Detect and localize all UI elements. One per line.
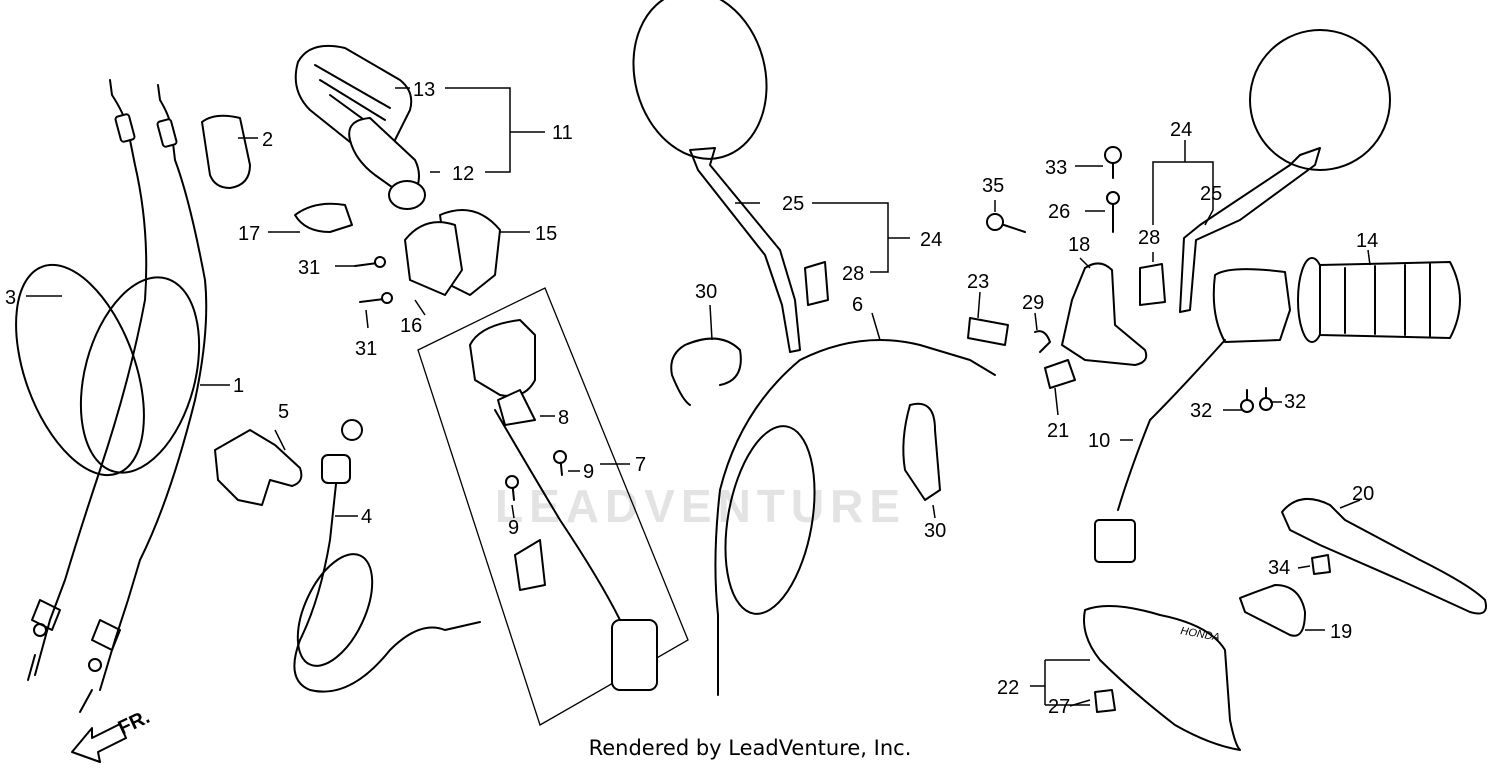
leader-lines <box>26 87 1371 707</box>
callout-13: 13 <box>413 79 435 101</box>
callout-labels: 1 2 3 4 5 6 7 8 9 9 10 11 12 13 14 15 16… <box>5 79 1378 718</box>
callout-32a: 32 <box>1190 400 1212 422</box>
callout-26: 26 <box>1048 201 1070 223</box>
callout-24b: 24 <box>1170 119 1192 141</box>
holder-21[interactable] <box>1044 359 1076 389</box>
arrow-left-icon <box>71 723 127 763</box>
callout-31b: 31 <box>355 338 377 360</box>
callout-3: 3 <box>5 287 16 309</box>
callout-21: 21 <box>1047 420 1069 442</box>
callout-8: 8 <box>558 407 569 429</box>
lever-bracket-18[interactable] <box>1061 262 1148 366</box>
callout-28a: 28 <box>842 263 864 285</box>
adjuster-23[interactable] <box>967 317 1009 346</box>
callout-34: 34 <box>1268 557 1290 579</box>
callout-32b: 32 <box>1284 391 1306 413</box>
callout-19: 19 <box>1330 621 1352 643</box>
callout-30a: 30 <box>695 281 717 303</box>
screw-32[interactable] <box>1240 389 1254 413</box>
nut-28[interactable] <box>804 261 829 306</box>
throttle-pipe-12[interactable] <box>348 117 426 210</box>
callout-7: 7 <box>635 454 646 476</box>
callout-10: 10 <box>1088 430 1110 452</box>
screw-9[interactable] <box>553 450 567 476</box>
callout-23: 23 <box>967 271 989 293</box>
screw-32[interactable] <box>1259 387 1273 411</box>
mirror-left-24[interactable] <box>615 0 801 353</box>
cable-clamp-30[interactable] <box>670 337 742 406</box>
callout-28b: 28 <box>1138 227 1160 249</box>
callout-17: 17 <box>238 223 260 245</box>
clutch-cable-6[interactable] <box>712 339 996 696</box>
callout-9b: 9 <box>508 517 519 539</box>
lever-cover-19[interactable] <box>1239 584 1306 637</box>
callout-6: 6 <box>852 294 863 316</box>
bracket-5[interactable] <box>214 429 303 506</box>
mirror-right-24[interactable] <box>1179 19 1401 313</box>
handlebar-switch-10[interactable] <box>1094 268 1291 563</box>
cable-loop <box>79 276 201 474</box>
clip-29[interactable] <box>1034 330 1051 353</box>
callout-24a: 24 <box>920 229 942 251</box>
callout-9a: 9 <box>583 461 594 483</box>
callout-22: 22 <box>997 677 1019 699</box>
grip-14[interactable] <box>1297 257 1461 343</box>
nut-28[interactable] <box>1139 263 1166 306</box>
callout-29: 29 <box>1022 292 1044 314</box>
screw-31[interactable] <box>359 292 393 304</box>
callout-20: 20 <box>1352 483 1374 505</box>
callout-14: 14 <box>1356 230 1378 252</box>
callout-12: 12 <box>452 163 474 185</box>
nut-34[interactable] <box>1311 554 1331 575</box>
hand-guard-22[interactable]: HONDA <box>1083 605 1241 751</box>
choke-cable-4[interactable] <box>282 419 481 693</box>
callout-33: 33 <box>1045 157 1067 179</box>
screw-9[interactable] <box>505 475 519 501</box>
callout-15: 15 <box>535 223 557 245</box>
bolt-35[interactable] <box>986 213 1026 233</box>
callout-18: 18 <box>1068 234 1090 256</box>
housing-half-17[interactable] <box>294 202 353 233</box>
callout-31a: 31 <box>298 257 320 279</box>
callout-35: 35 <box>982 175 1004 197</box>
pivot-bolt-26[interactable] <box>1106 191 1120 233</box>
callout-30b: 30 <box>924 520 946 542</box>
nut-27[interactable] <box>1094 689 1116 713</box>
callout-1: 1 <box>233 375 244 397</box>
watermark: LEADVENTURE <box>495 480 906 532</box>
callout-2: 2 <box>262 129 273 151</box>
callout-16: 16 <box>400 315 422 337</box>
handlebar-switch-7[interactable] <box>469 319 658 691</box>
cable-cover-2[interactable] <box>201 114 251 189</box>
callout-27: 27 <box>1048 696 1070 718</box>
callout-4: 4 <box>361 506 372 528</box>
lever-20[interactable] <box>1281 497 1487 615</box>
callout-25b: 25 <box>1200 183 1222 205</box>
throttle-cable-3[interactable] <box>27 79 148 681</box>
cable-loop <box>15 263 145 477</box>
bolt-33[interactable] <box>1104 146 1122 179</box>
throttle-cable-1[interactable] <box>79 84 208 713</box>
callout-11: 11 <box>552 122 573 144</box>
callout-25a: 25 <box>782 193 804 215</box>
band-30[interactable] <box>902 402 941 501</box>
screw-31[interactable] <box>354 256 386 268</box>
throttle-housing-15[interactable] <box>404 209 501 296</box>
callout-5: 5 <box>278 401 289 423</box>
switch-assembly-box <box>417 287 689 726</box>
render-credit: Rendered by LeadVenture, Inc. <box>588 736 912 760</box>
